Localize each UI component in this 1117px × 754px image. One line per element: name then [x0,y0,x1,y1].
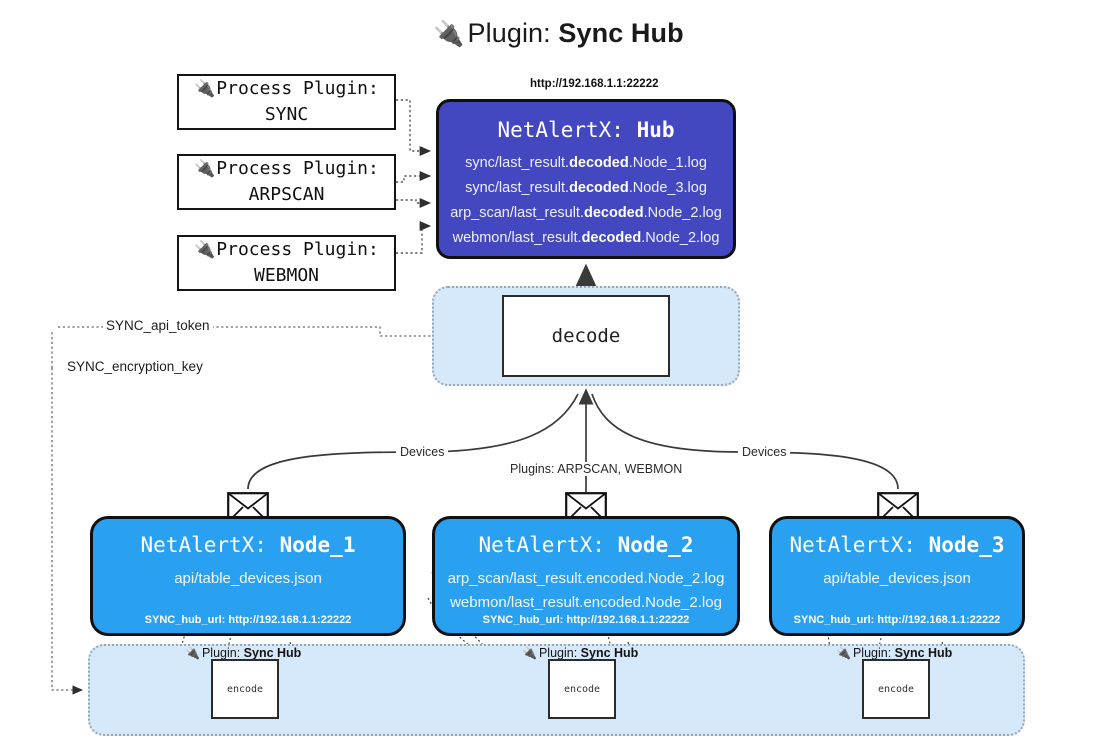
process-plugin-label: Process Plugin: [216,77,379,99]
plug-icon: 🔌 [194,78,216,99]
wire-arpscan-to-log3 [396,197,432,209]
node-line-list: arp_scan/last_result.encoded.Node_2.log … [435,567,737,616]
encode-box-1[interactable]: encode [211,659,279,719]
page-title-lead: Plugin: [467,18,559,48]
log-post: .Node_2.log [643,205,722,222]
node-title-name: Node_2 [617,533,694,557]
log-mid: decoded [581,230,642,247]
node-line-list: api/table_devices.json [93,567,403,591]
node-title-name: Node_3 [928,533,1005,557]
node-title: NetAlertX: Node_3 [790,533,1005,557]
node-title-prefix: NetAlertX: [789,533,929,557]
hub-title-prefix: NetAlertX: [497,118,637,142]
log-pre: sync/last_result. [465,155,570,171]
hub-log-row: webmon/last_result.decoded.Node_2.log [453,226,720,251]
process-plugin-name: ARPSCAN [248,184,325,205]
hub-title-name: Hub [636,118,675,142]
log-mid: decoded [569,155,629,171]
plugin-band-label-2: 🔌Plugin: Sync Hub [522,646,638,660]
sync-encryption-key-label: SYNC_encryption_key [64,359,206,374]
plugin-band-label-1: 🔌Plugin: Sync Hub [185,646,301,660]
page-title: 🔌Plugin: Sync Hub [0,18,1117,49]
page-title-strong: Sync Hub [558,18,684,48]
plug-icon: 🔌 [194,239,216,260]
node-title-prefix: NetAlertX: [140,533,280,557]
log-pre: sync/last_result. [465,180,570,197]
edge-label-plugins: Plugins: ARPSCAN, WEBMON [506,462,687,476]
plugin-label-lead: Plugin: [538,646,581,660]
plug-icon: 🔌 [522,646,537,660]
plugin-band-label-3: 🔌Plugin: Sync Hub [836,646,952,660]
plugin-label-lead: Plugin: [201,646,244,660]
plugin-label-strong: Sync Hub [580,646,639,660]
hub-log-row: sync/last_result.decoded.Node_3.log [465,176,707,201]
process-plugin-name: WEBMON [253,265,320,286]
encode-box-3[interactable]: encode [862,659,930,719]
edge-label-devices-left: Devices [396,445,449,459]
plug-icon: 🔌 [194,158,216,179]
hub-url-label: http://192.168.1.1:22222 [530,78,659,90]
node-title-name: Node_1 [279,533,356,557]
process-plugin-label: Process Plugin: [216,157,379,179]
log-mid: decoded [569,180,629,197]
node-line: api/table_devices.json [823,570,971,587]
log-post: .Node_1.log [628,155,707,171]
node-line: webmon/last_result.encoded.Node_2.log [450,594,722,612]
edge-label-devices-right: Devices [738,445,791,459]
node-1[interactable]: NetAlertX: Node_1 api/table_devices.json… [90,516,406,636]
sync-api-token-label: SYNC_api_token [103,318,213,333]
node-title: NetAlertX: Node_2 [479,533,694,557]
log-pre: arp_scan/last_result. [450,205,584,222]
node-2[interactable]: NetAlertX: Node_2 arp_scan/last_result.e… [432,516,740,636]
hub-node[interactable]: NetAlertX: Hub sync/last_result.decoded.… [436,99,736,259]
log-mid: decoded [583,205,644,222]
encode-box-2[interactable]: encode [548,659,616,719]
node-footer: SYNC_hub_url: http://192.168.1.1:22222 [793,614,1001,626]
node-footer: SYNC_hub_url: http://192.168.1.1:22222 [482,614,690,626]
process-plugin-name: SYNC [264,104,309,125]
hub-log-row: arp_scan/last_result.decoded.Node_2.log [450,201,722,226]
process-plugin-arpscan[interactable]: 🔌Process Plugin: ARPSCAN [177,154,396,210]
plug-icon: 🔌 [836,646,851,660]
hub-log-row: sync/last_result.decoded.Node_1.log [465,151,707,176]
hub-title: NetAlertX: Hub [497,118,674,142]
wire-sync-to-log1 [396,99,432,157]
wire-arpscan-to-log2 [396,170,432,183]
plug-icon: 🔌 [433,20,465,48]
node-title-prefix: NetAlertX: [478,533,618,557]
node-line: api/table_devices.json [174,570,322,587]
plugin-label-lead: Plugin: [852,646,895,660]
hub-log-list: sync/last_result.decoded.Node_1.log sync… [439,151,733,251]
process-plugin-label: Process Plugin: [216,238,379,260]
node-title: NetAlertX: Node_1 [141,533,356,557]
plugin-label-strong: Sync Hub [894,646,953,660]
process-plugin-webmon[interactable]: 🔌Process Plugin: WEBMON [177,235,396,291]
plugin-label-strong: Sync Hub [243,646,302,660]
node-line-list: api/table_devices.json [772,567,1022,591]
log-post: .Node_2.log [641,230,720,247]
log-pre: webmon/last_result. [452,230,582,247]
process-plugin-sync[interactable]: 🔌Process Plugin: SYNC [177,74,396,130]
wire-webmon-to-log4 [396,220,432,254]
log-post: .Node_3.log [628,180,707,197]
node-3[interactable]: NetAlertX: Node_3 api/table_devices.json… [769,516,1025,636]
node-line: arp_scan/last_result.encoded.Node_2.log [447,570,725,587]
decode-box[interactable]: decode [502,295,670,377]
wire-encryption-key-to-band [51,368,84,695]
node-footer: SYNC_hub_url: http://192.168.1.1:22222 [144,614,352,626]
plug-icon: 🔌 [185,646,200,660]
